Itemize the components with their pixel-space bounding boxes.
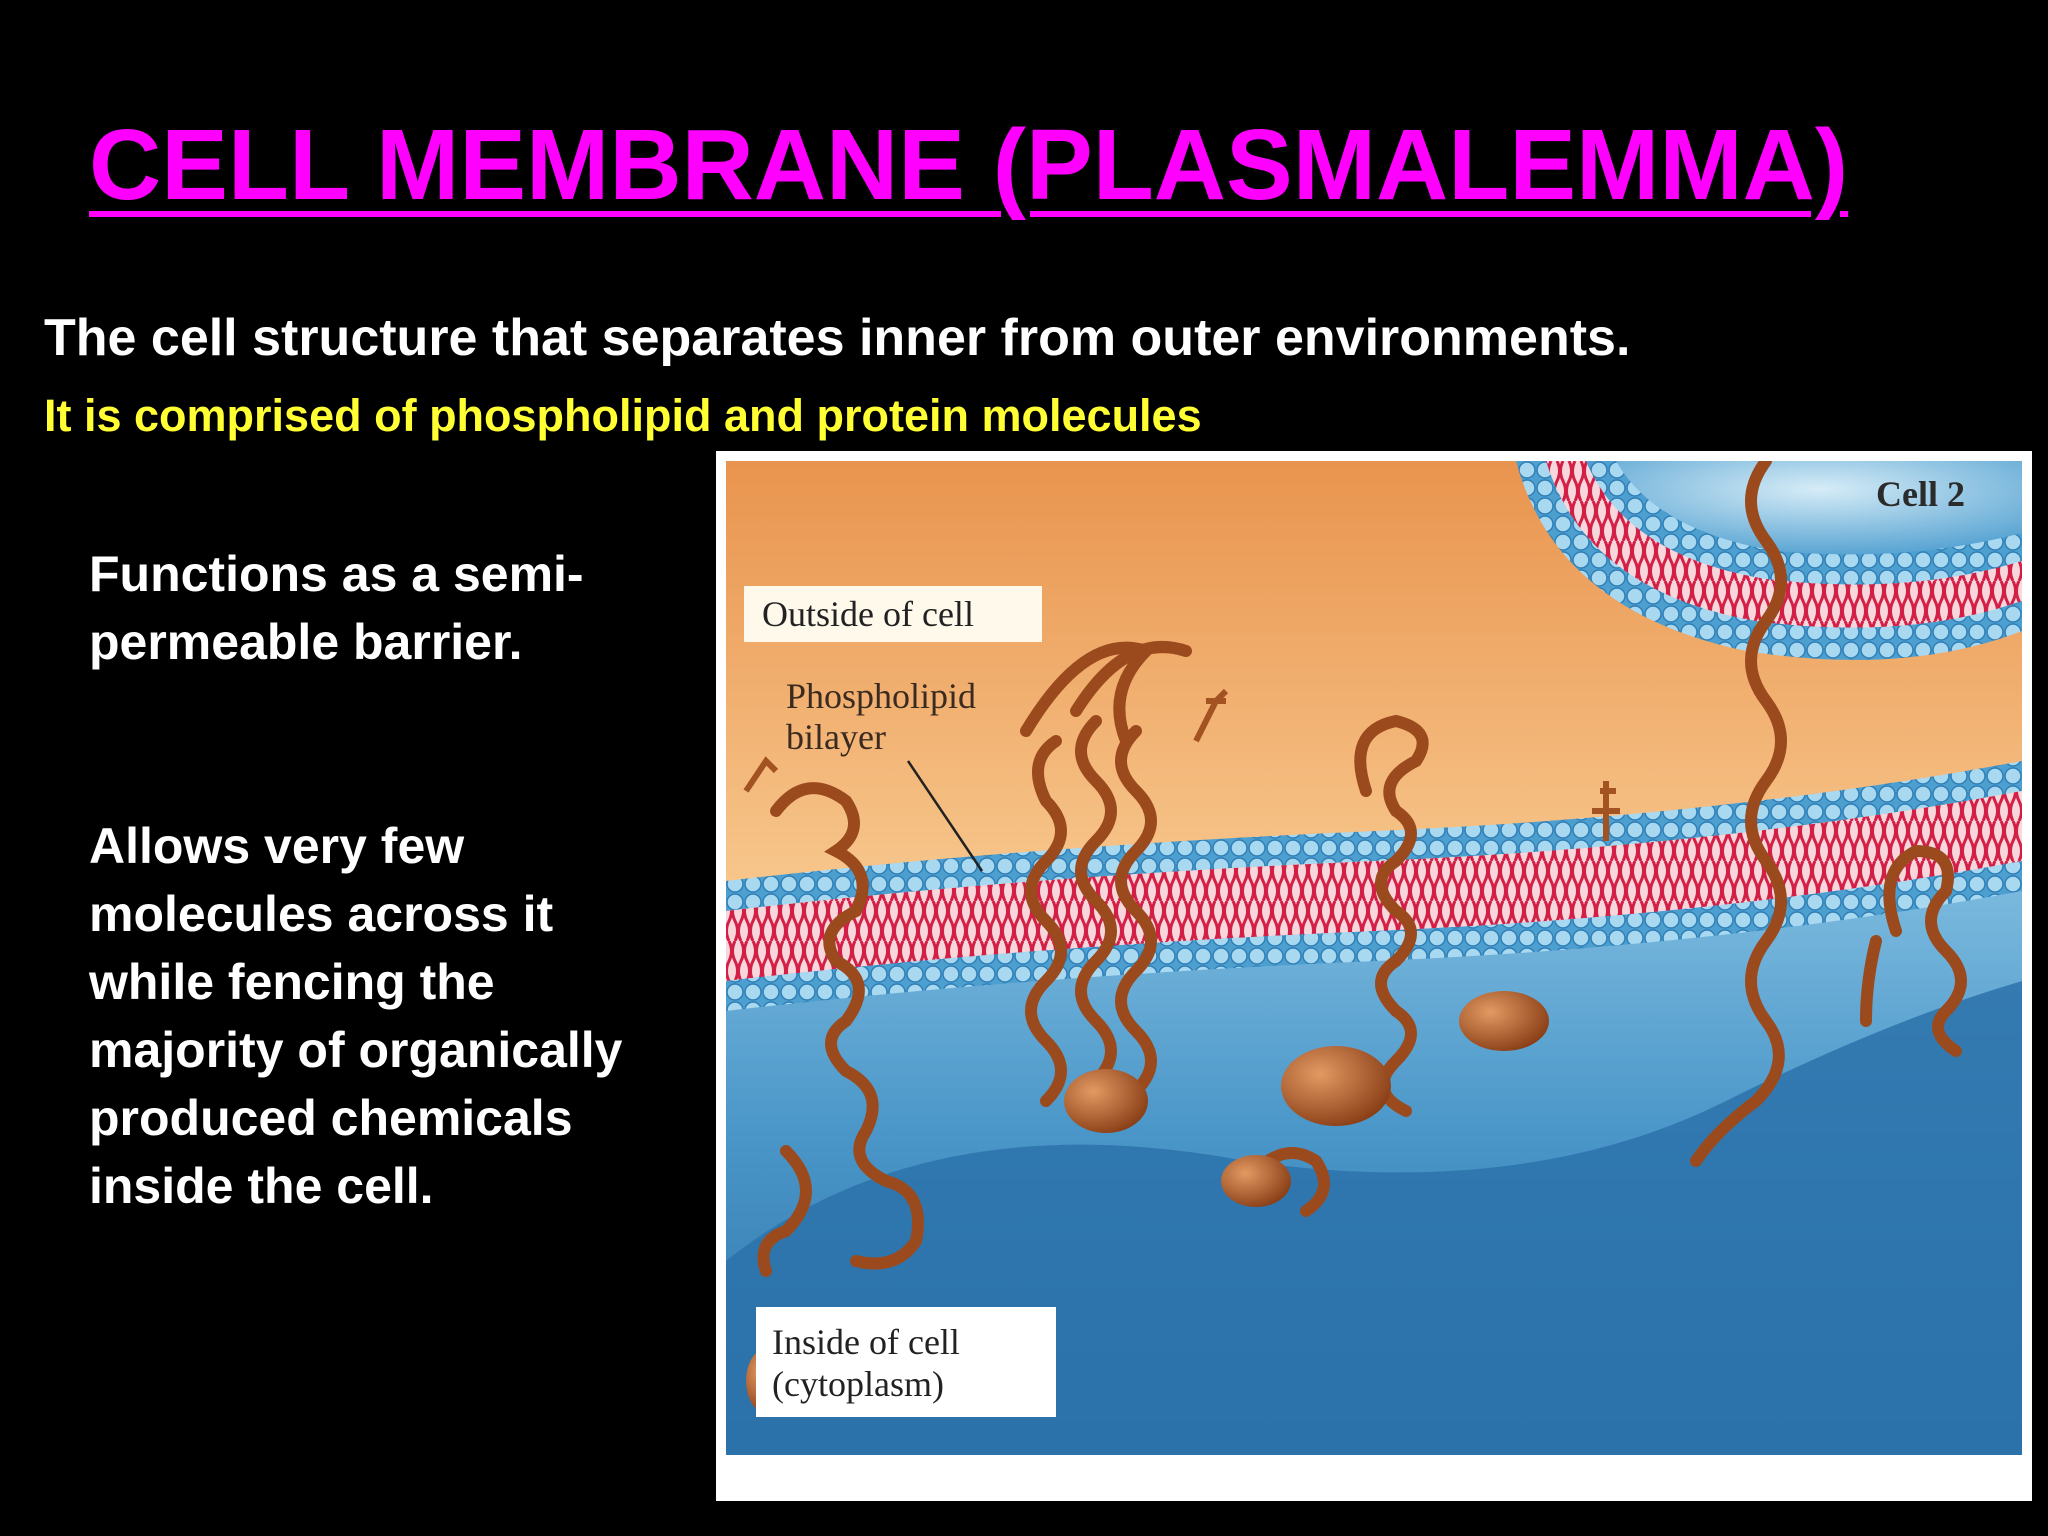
bilayer-outer-heads: [726, 761, 2022, 911]
label-inside-of-cell: Inside of cell (cytoplasm): [756, 1307, 1056, 1417]
bilayer-pointer-line: [906, 760, 984, 872]
label-inside-line1: Inside of cell: [772, 1322, 960, 1362]
label-bilayer-line1: Phospholipid: [786, 676, 976, 716]
membrane-proteins: [757, 461, 1967, 1277]
permeability-paragraph: Allows very few molecules across it whil…: [89, 818, 623, 1214]
label-outside-text: Outside of cell: [762, 594, 974, 634]
peripheral-protein: [1281, 1046, 1391, 1126]
label-bilayer-line2: bilayer: [786, 717, 886, 757]
slide-subtitle: The cell structure that separates inner …: [44, 309, 1631, 367]
membrane-illustration: Outside of cell Phospholipid bilayer Cel…: [726, 461, 2022, 1455]
cell2-membrane: [1516, 461, 2022, 660]
peripheral-protein: [1064, 1069, 1148, 1133]
label-inside-line2: (cytoplasm): [772, 1364, 944, 1404]
label-outside-of-cell: Outside of cell: [744, 586, 1042, 642]
peripheral-protein: [1459, 991, 1549, 1051]
function-paragraph: Functions as a semi-permeable barrier.: [89, 546, 584, 670]
slide-subtitle-composition: It is comprised of phospholipid and prot…: [44, 390, 1202, 441]
peripheral-protein: [1221, 1155, 1291, 1207]
slide-title: CELL MEMBRANE (PLASMALEMMA): [89, 109, 1849, 221]
label-cell2: Cell 2: [1876, 474, 1965, 514]
membrane-figure: Outside of cell Phospholipid bilayer Cel…: [716, 451, 2032, 1501]
carbohydrate-chains: [743, 688, 1620, 841]
